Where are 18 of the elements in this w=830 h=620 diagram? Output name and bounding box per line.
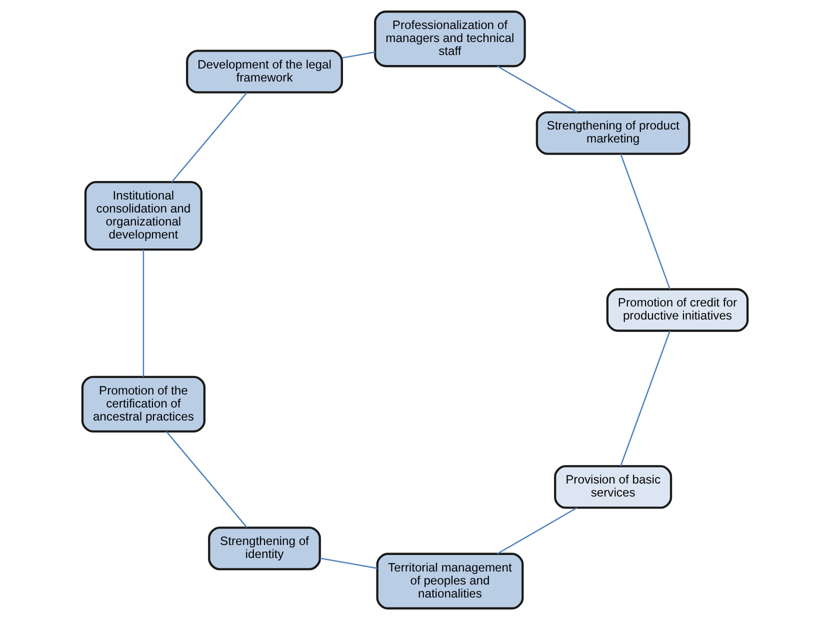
connector xyxy=(320,558,378,569)
connector xyxy=(342,51,376,59)
node-box: Strengthening of product marketing xyxy=(536,111,690,155)
connector xyxy=(142,250,144,377)
connector xyxy=(497,66,578,113)
connector xyxy=(620,330,670,466)
node-box: Development of the legal framework xyxy=(186,50,343,94)
connector xyxy=(171,92,248,182)
node-box: Promotion of credit for productive initiatives xyxy=(606,288,749,332)
node-box: Strengthening of identity xyxy=(208,526,321,570)
connector xyxy=(620,154,670,290)
node-box: Provision of basic services xyxy=(554,465,672,509)
node-box: Territorial management of peoples and nationalities xyxy=(376,552,524,610)
node-box: Promotion of the certification of ancestral practices xyxy=(81,376,206,432)
node-box: Institutional consolidation and organizational development xyxy=(84,181,202,251)
connector xyxy=(496,507,578,554)
node-box: Professionalization of managers and technical staff xyxy=(374,10,526,68)
connector xyxy=(166,431,248,528)
